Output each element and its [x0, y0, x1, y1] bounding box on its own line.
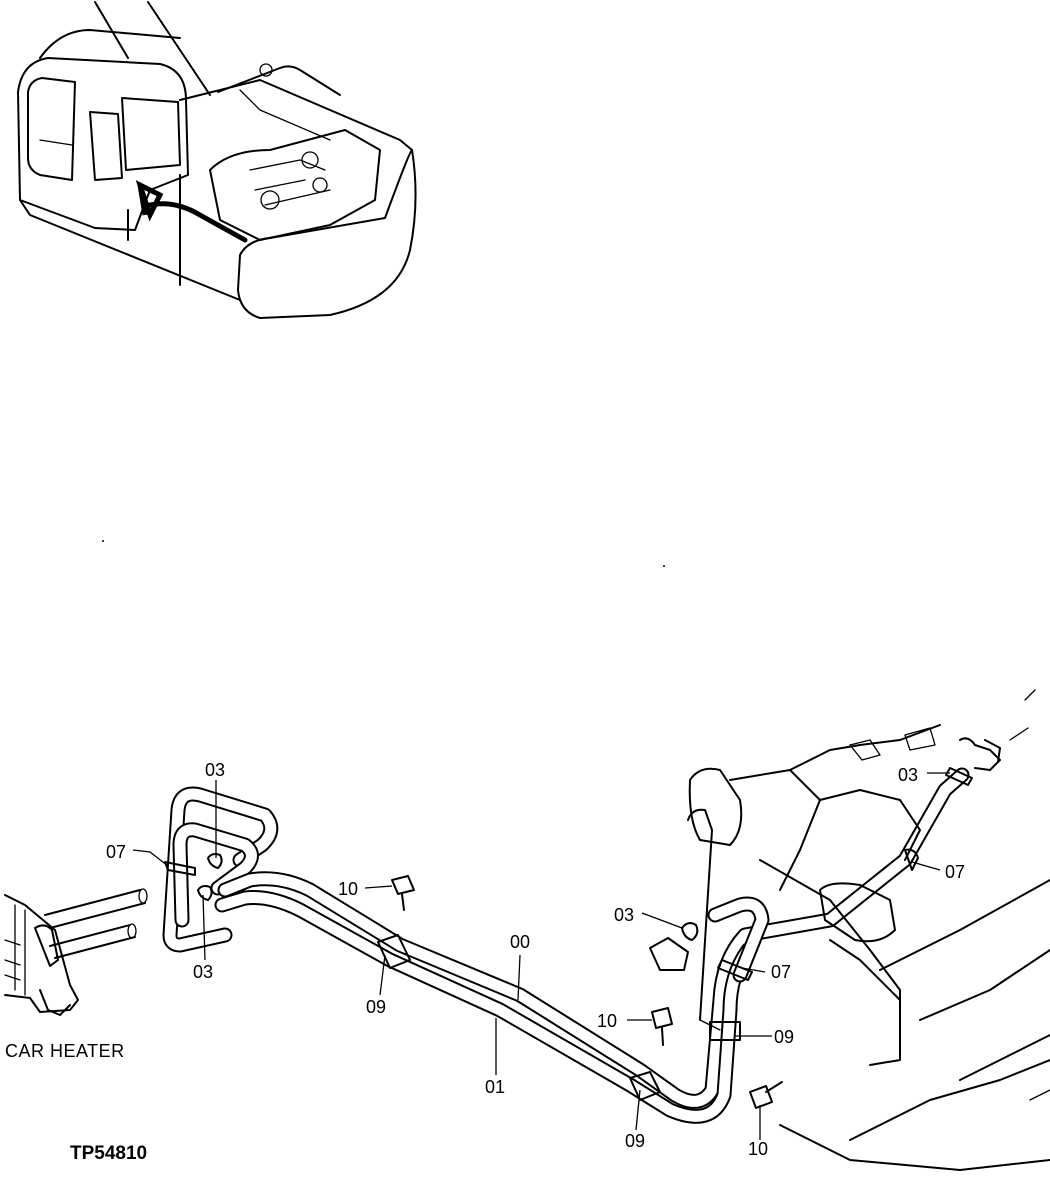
engine-drawing	[687, 689, 1050, 1171]
callout-10-mid: 10	[597, 1011, 617, 1031]
machine-overview-drawing	[17, 1, 417, 319]
bolt-bottom	[749, 1081, 783, 1109]
callout-09-right: 09	[774, 1027, 794, 1047]
leader-lines	[132, 772, 950, 1140]
car-heater-unit	[4, 888, 148, 1016]
callout-07-right-top: 07	[945, 862, 965, 882]
heater-hose-loops	[162, 786, 279, 953]
car-heater-caption: CAR HEATER	[5, 1041, 125, 1061]
callout-03-mid: 03	[614, 905, 634, 925]
callout-03-top: 03	[205, 760, 225, 780]
bolt-mid	[651, 1007, 673, 1046]
callout-09-bottom: 09	[625, 1131, 645, 1151]
callout-09-left: 09	[366, 997, 386, 1017]
main-heater-hoses	[214, 767, 973, 1124]
tee-fitting	[649, 937, 689, 971]
figure-id: TP54810	[70, 1143, 147, 1164]
callout-07-mid: 07	[771, 962, 791, 982]
callout-07-left: 07	[106, 842, 126, 862]
callout-03-bottom: 03	[193, 962, 213, 982]
bolt-top	[391, 875, 415, 911]
callout-10-bottom: 10	[748, 1139, 768, 1159]
callout-10-top: 10	[338, 879, 358, 899]
callout-03-right-top: 03	[898, 765, 918, 785]
callout-00: 00	[510, 932, 530, 952]
callout-01: 01	[485, 1077, 505, 1097]
